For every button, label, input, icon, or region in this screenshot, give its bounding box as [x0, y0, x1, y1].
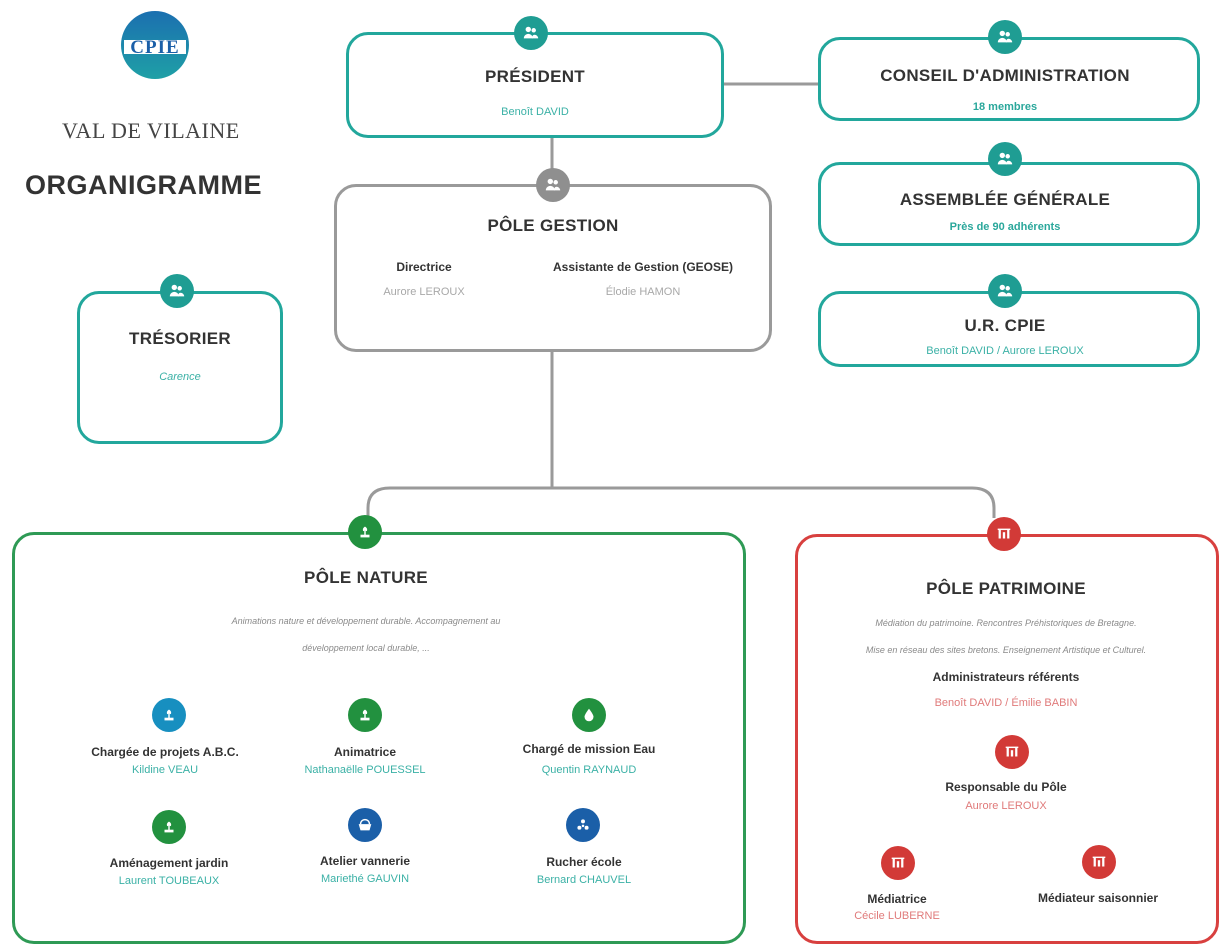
gestion-name: Élodie HAMON: [605, 286, 681, 298]
logo-letters: CPIE: [130, 37, 180, 58]
member-name: Laurent TOUBEAUX: [118, 875, 220, 887]
responsable-role: Responsable du Pôle: [945, 780, 1067, 794]
plant-icon: [152, 810, 186, 844]
cpie-logo: CPIE: [120, 10, 190, 80]
member-role: Chargé de mission Eau: [522, 742, 656, 756]
pole-nature-box: [12, 532, 746, 944]
member-role: Aménagement jardin: [109, 856, 229, 870]
urcpie-title: U.R. CPIE: [964, 316, 1046, 335]
member-role: Chargée de projets A.B.C.: [91, 745, 239, 759]
pole-patrimoine-desc: Médiation du patrimoine. Rencontres Préh…: [875, 618, 1137, 628]
plant-icon: [152, 698, 186, 732]
president-box: [346, 32, 724, 138]
pole-nature-desc: Animations nature et développement durab…: [231, 616, 501, 626]
pole-patrimoine-desc: Mise en réseau des sites bretons. Enseig…: [865, 645, 1147, 655]
pole-patrimoine-title: PÔLE PATRIMOINE: [926, 579, 1086, 598]
president-title: PRÉSIDENT: [485, 67, 585, 86]
tresorier-title: TRÉSORIER: [129, 329, 231, 348]
people-icon: [160, 274, 194, 308]
pole-nature-title: PÔLE NATURE: [304, 568, 428, 587]
heritage-icon: [995, 735, 1029, 769]
bee-icon: [566, 808, 600, 842]
gestion-name: Aurore LEROUX: [383, 286, 465, 298]
mediatrice-name: Cécile LUBERNE: [854, 910, 940, 922]
plant-icon: [348, 515, 382, 549]
member-name: Nathanaëlle POUESSEL: [304, 764, 426, 776]
pole-nature-desc: développement local durable, ...: [302, 643, 430, 653]
member-name: Mariethé GAUVIN: [320, 873, 410, 885]
people-icon: [988, 20, 1022, 54]
responsable-name: Aurore LEROUX: [965, 800, 1047, 812]
member-role: Atelier vannerie: [319, 854, 411, 868]
tresorier-name: Carence: [159, 371, 201, 383]
heritage-icon: [881, 846, 915, 880]
plant-icon: [348, 698, 382, 732]
conseil-detail: 18 membres: [972, 101, 1038, 113]
water-drop-icon: [572, 698, 606, 732]
member-name: Bernard CHAUVEL: [536, 874, 632, 886]
tresorier-box: [77, 291, 283, 444]
org-name: VAL DE VILAINE: [62, 118, 240, 143]
people-icon: [536, 168, 570, 202]
gestion-role: Directrice: [396, 260, 452, 274]
mediateur-role: Médiateur saisonnier: [1037, 891, 1159, 905]
urcpie-detail: Benoît DAVID / Aurore LEROUX: [926, 345, 1084, 357]
people-icon: [514, 16, 548, 50]
member-name: Kildine VEAU: [131, 764, 199, 776]
admins-label: Administrateurs référents: [932, 670, 1080, 684]
people-icon: [988, 142, 1022, 176]
assemblee-detail: Près de 90 adhérents: [949, 221, 1061, 233]
gestion-role: Assistante de Gestion (GEOSE): [552, 260, 734, 274]
heritage-icon: [987, 517, 1021, 551]
member-role: Animatrice: [333, 745, 397, 759]
assemblee-title: ASSEMBLÉE GÉNÉRALE: [899, 190, 1111, 209]
mediatrice-role: Médiatrice: [867, 892, 927, 906]
basket-icon: [348, 808, 382, 842]
admins-names: Benoît DAVID / Émilie BABIN: [934, 697, 1078, 709]
member-name: Quentin RAYNAUD: [541, 764, 637, 776]
president-name: Benoît DAVID: [501, 106, 569, 118]
page-title: ORGANIGRAMME: [25, 170, 262, 200]
people-icon: [988, 274, 1022, 308]
pole-gestion-title: PÔLE GESTION: [487, 216, 619, 235]
heritage-icon: [1082, 845, 1116, 879]
conseil-title: CONSEIL D'ADMINISTRATION: [880, 66, 1130, 85]
member-role: Rucher école: [546, 855, 622, 869]
